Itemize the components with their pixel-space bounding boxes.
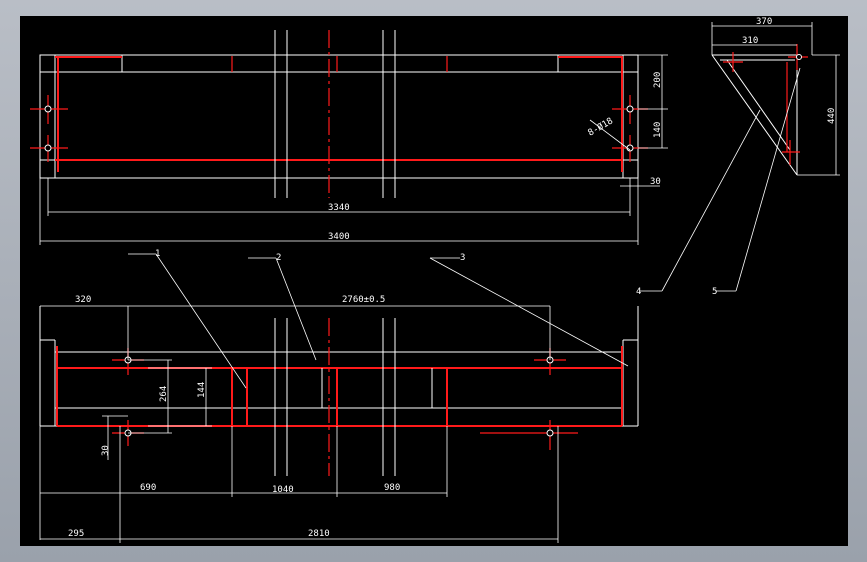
dim-3340: 3340	[328, 203, 350, 213]
dim-370: 370	[756, 17, 772, 27]
dim-690: 690	[140, 483, 156, 493]
dim-140: 140	[653, 122, 663, 138]
bolt-hole	[546, 429, 554, 437]
dim-30: 30	[650, 177, 661, 187]
callout-2: 2	[276, 253, 281, 263]
top-view: 200 140 30 8-Ø18 3340 3400	[30, 30, 668, 245]
dim-3400: 3400	[328, 232, 350, 242]
side-view: 370 310 440	[711, 17, 840, 176]
dim-144: 144	[197, 382, 207, 398]
dim-320: 320	[75, 295, 91, 305]
dim-2810: 2810	[308, 529, 330, 539]
dim-310: 310	[742, 36, 758, 46]
bolt-hole	[44, 105, 52, 113]
bolt-hole	[626, 105, 634, 113]
cad-drawing-canvas: 200 140 30 8-Ø18 3340 3400 370	[20, 16, 848, 546]
dim-30-front: 30	[101, 445, 111, 456]
front-view: 320 2760±0.5 264 144 30 690 1040 980 295…	[39, 295, 639, 543]
dim-2760: 2760±0.5	[342, 295, 385, 305]
callouts: 1 2 3 4 5	[128, 67, 801, 389]
dim-264: 264	[159, 386, 169, 402]
callout-4: 4	[636, 287, 641, 297]
bolt-hole	[44, 144, 52, 152]
callout-5: 5	[712, 287, 717, 297]
top-view-outline	[39, 54, 639, 179]
dim-1040: 1040	[272, 485, 294, 495]
callout-1: 1	[155, 249, 160, 259]
dim-980: 980	[384, 483, 400, 493]
dim-295: 295	[68, 529, 84, 539]
dim-440: 440	[827, 108, 837, 124]
dim-200: 200	[653, 72, 663, 88]
cad-drawing: 200 140 30 8-Ø18 3340 3400 370	[30, 17, 840, 543]
callout-3: 3	[460, 253, 465, 263]
